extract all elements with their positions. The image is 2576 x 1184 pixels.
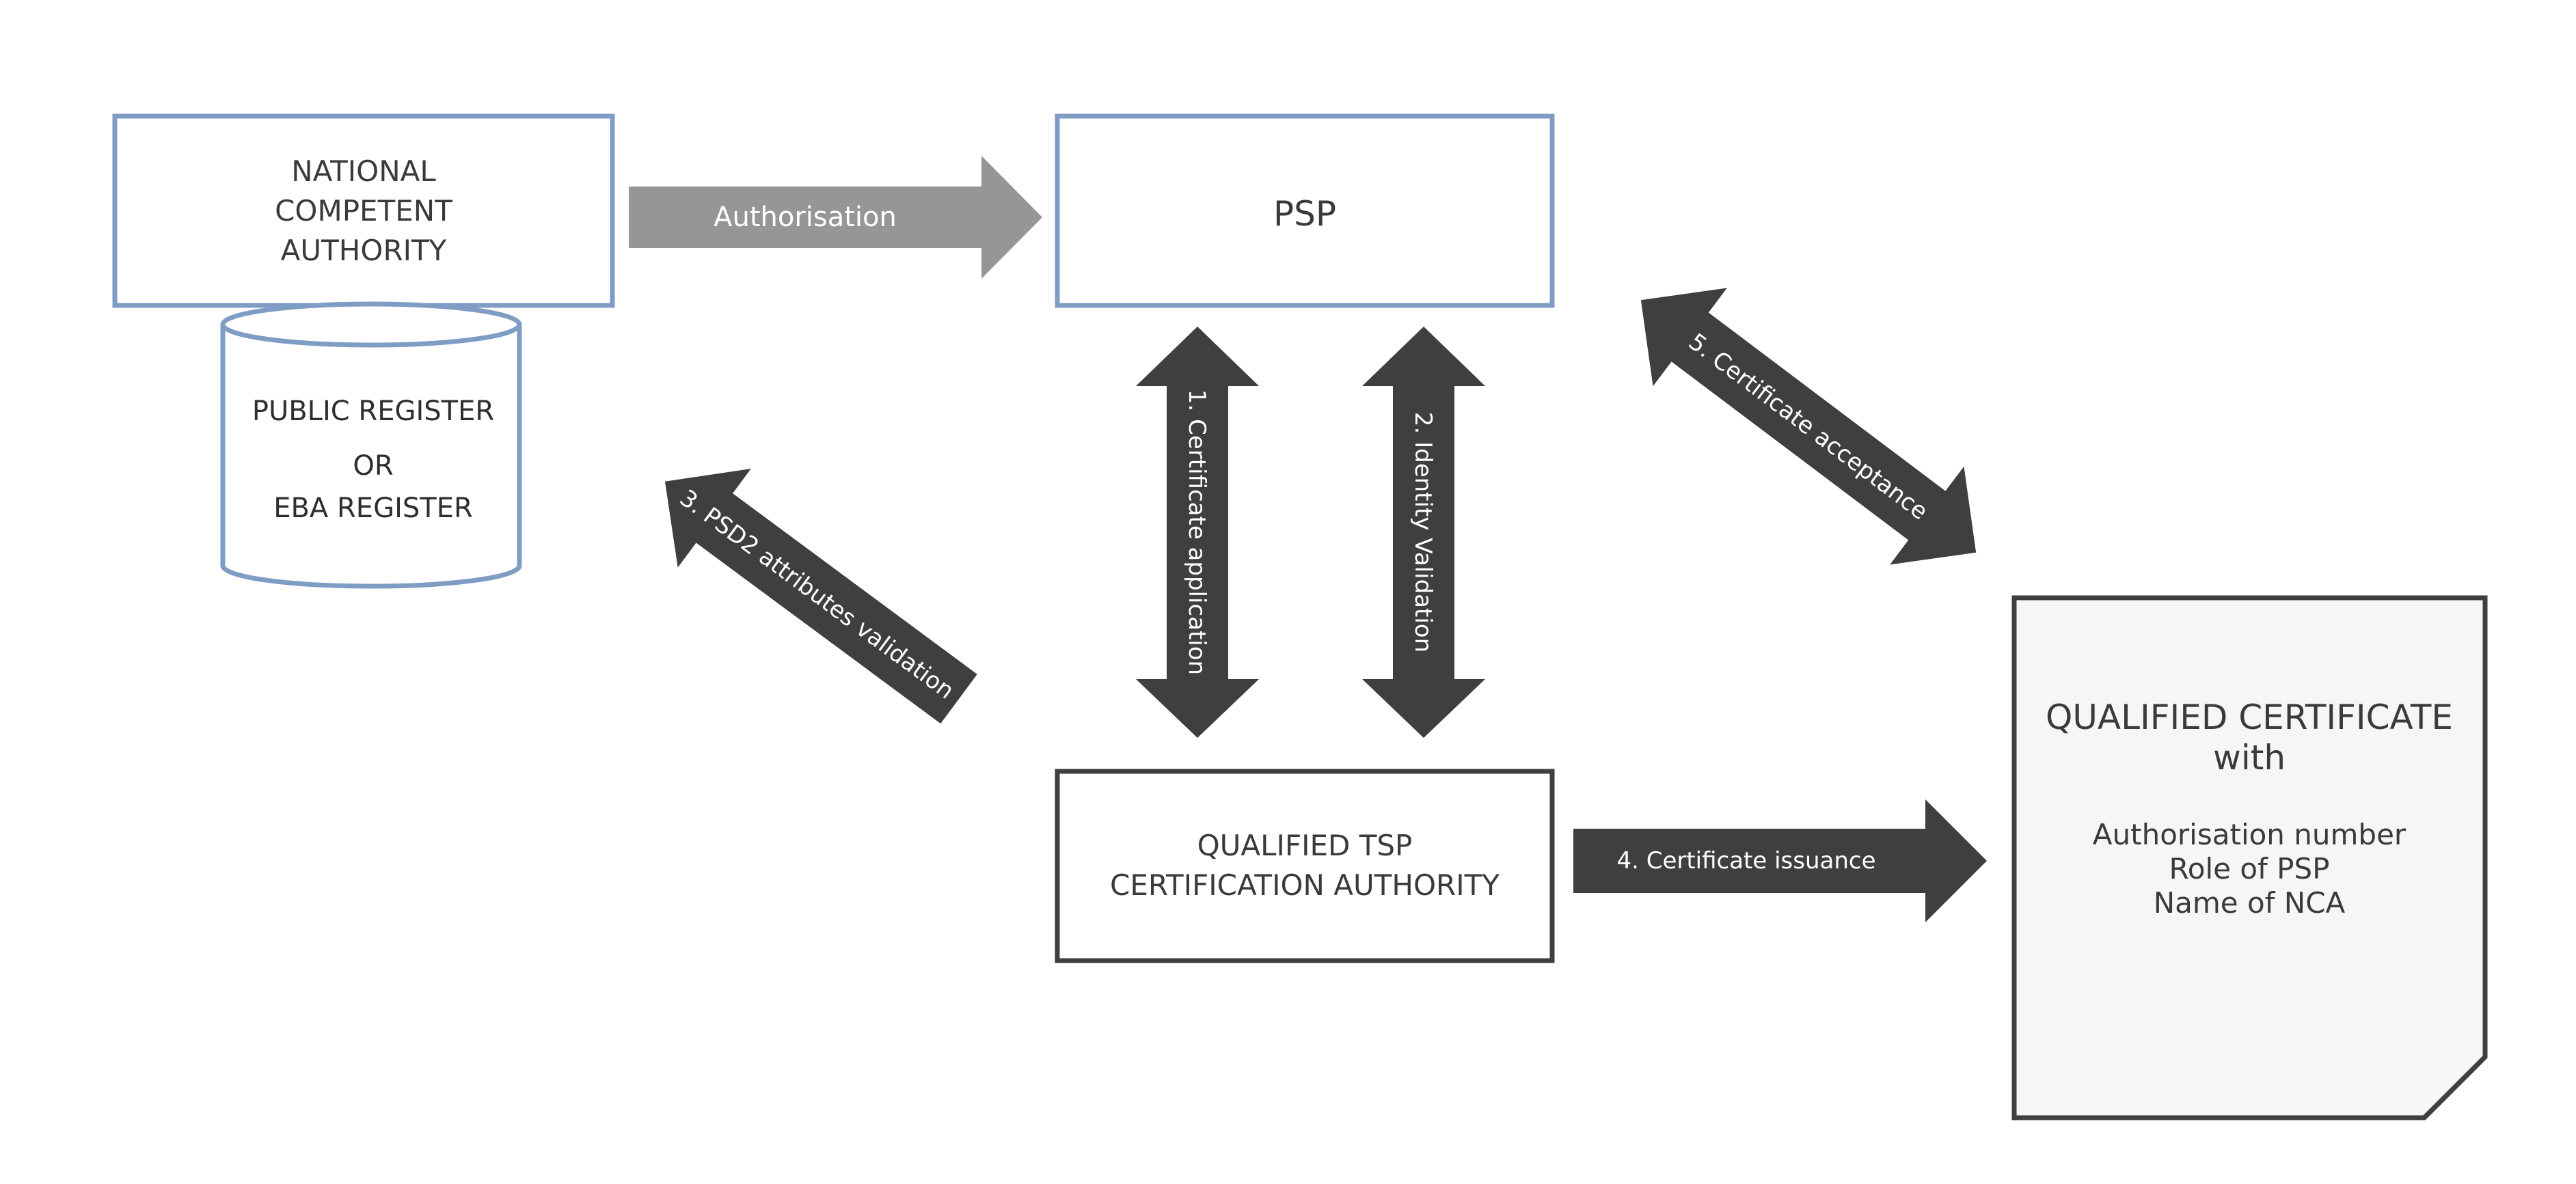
certificate-title-line-2: with bbox=[2213, 738, 2286, 777]
register-cylinder: PUBLIC REGISTER OR EBA REGISTER bbox=[220, 301, 522, 589]
certificate-acceptance-arrow-label: 5. Certificate acceptance bbox=[1683, 328, 1933, 525]
psp-label: PSP bbox=[1273, 194, 1336, 234]
register-label-line-3: EBA REGISTER bbox=[273, 493, 473, 524]
tsp-node: QUALIFIED TSP CERTIFICATION AUTHORITY bbox=[1055, 769, 1555, 963]
nca-node: NATIONAL COMPETENT AUTHORITY bbox=[112, 113, 615, 308]
nca-label-line-3: AUTHORITY bbox=[281, 234, 447, 267]
identity-validation-arrow: 2. Identity Validation bbox=[1362, 327, 1485, 738]
tsp-label-line-1: QUALIFIED TSP bbox=[1197, 829, 1413, 862]
tsp-label-line-2: CERTIFICATION AUTHORITY bbox=[1110, 868, 1500, 902]
register-label-line-1: PUBLIC REGISTER bbox=[252, 396, 494, 427]
psd2-attributes-validation-arrow: 3. PSD2 attributes validation bbox=[664, 468, 977, 724]
authorisation-arrow-label: Authorisation bbox=[714, 202, 897, 233]
psd2-attributes-validation-arrow-label: 3. PSD2 attributes validation bbox=[675, 484, 959, 705]
qualified-certificate-document: QUALIFIED CERTIFICATE with Authorisation… bbox=[2011, 595, 2488, 1120]
certificate-issuance-arrow-label: 4. Certificate issuance bbox=[1616, 847, 1875, 875]
authorisation-arrow: Authorisation bbox=[629, 156, 1042, 279]
document-folded-corner-icon bbox=[2422, 1055, 2487, 1120]
register-label-line-2: OR bbox=[353, 450, 393, 482]
certificate-application-arrow: 1. Certificate application bbox=[1136, 327, 1259, 738]
identity-validation-arrow-label: 2. Identity Validation bbox=[1409, 412, 1437, 652]
psp-node: PSP bbox=[1055, 113, 1555, 308]
certificate-detail-line-3: Name of NCA bbox=[2154, 886, 2346, 920]
nca-label-line-2: COMPETENT bbox=[275, 194, 452, 228]
certificate-detail-line-1: Authorisation number bbox=[2093, 818, 2406, 851]
certificate-issuance-arrow: 4. Certificate issuance bbox=[1573, 799, 1987, 922]
certificate-title-line-1: QUALIFIED CERTIFICATE bbox=[2046, 698, 2453, 737]
certificate-acceptance-arrow: 5. Certificate acceptance bbox=[1640, 288, 1977, 565]
certificate-application-arrow-label: 1. Certificate application bbox=[1183, 389, 1210, 675]
nca-label-line-1: NATIONAL bbox=[291, 154, 436, 188]
certificate-detail-line-2: Role of PSP bbox=[2169, 852, 2330, 885]
